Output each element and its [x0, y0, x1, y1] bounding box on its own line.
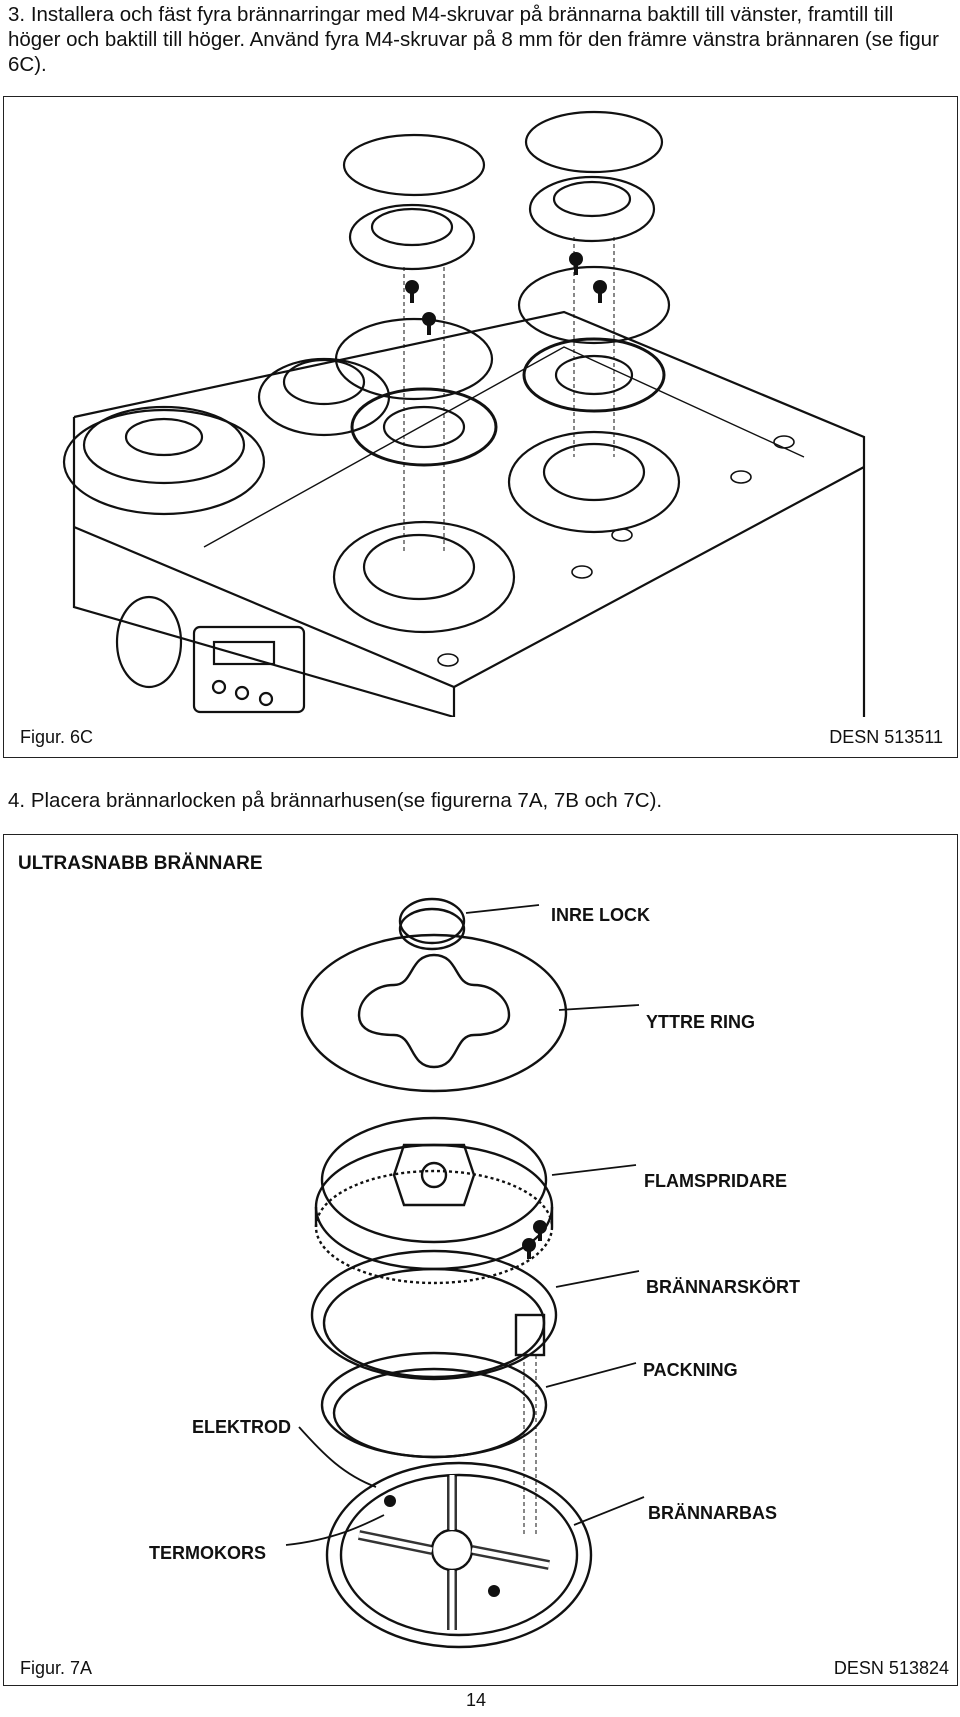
- page-number: 14: [466, 1690, 487, 1710]
- figure-7a: ULTRASNABB BRÄNNARE INRE LOCK YTTRE RING…: [3, 834, 958, 1686]
- figure-6c-illustration: [62, 110, 866, 717]
- label-burner-skirt: BRÄNNARSKÖRT: [646, 1277, 800, 1297]
- step-4-text: Placera brännarlocken på brännarhusen(se…: [30, 789, 663, 812]
- label-thermocouple: TERMOKORS: [149, 1543, 266, 1563]
- step-4-paragraph: 4. Placera brännarlocken på brännarhusen…: [8, 788, 948, 813]
- label-burner-base: BRÄNNARBAS: [648, 1503, 777, 1523]
- figure-7a-illustration: [285, 897, 645, 1649]
- label-flame-spreader: FLAMSPRIDARE: [644, 1171, 787, 1191]
- label-outer-ring: YTTRE RING: [646, 1012, 756, 1032]
- figure-7a-code: DESN 513824: [833, 1658, 949, 1678]
- step-4-number: 4.: [8, 789, 26, 812]
- label-inner-cap: INRE LOCK: [551, 905, 650, 925]
- figure-6c-code: DESN 513511: [829, 727, 943, 747]
- label-gasket: PACKNING: [643, 1360, 738, 1380]
- figure-7a-title: ULTRASNABB BRÄNNARE: [18, 853, 263, 874]
- step-3-text: Installera och fäst fyra brännarringar m…: [8, 3, 939, 76]
- step-3-number: 3.: [8, 3, 26, 26]
- label-electrode: ELEKTROD: [192, 1417, 291, 1437]
- figure-6c: Figur. 6C DESN 513511: [3, 96, 958, 758]
- step-3-paragraph: 3. Installera och fäst fyra brännarringa…: [8, 2, 948, 77]
- figure-7a-caption: Figur. 7A: [20, 1658, 93, 1678]
- figure-6c-caption: Figur. 6C: [20, 727, 94, 747]
